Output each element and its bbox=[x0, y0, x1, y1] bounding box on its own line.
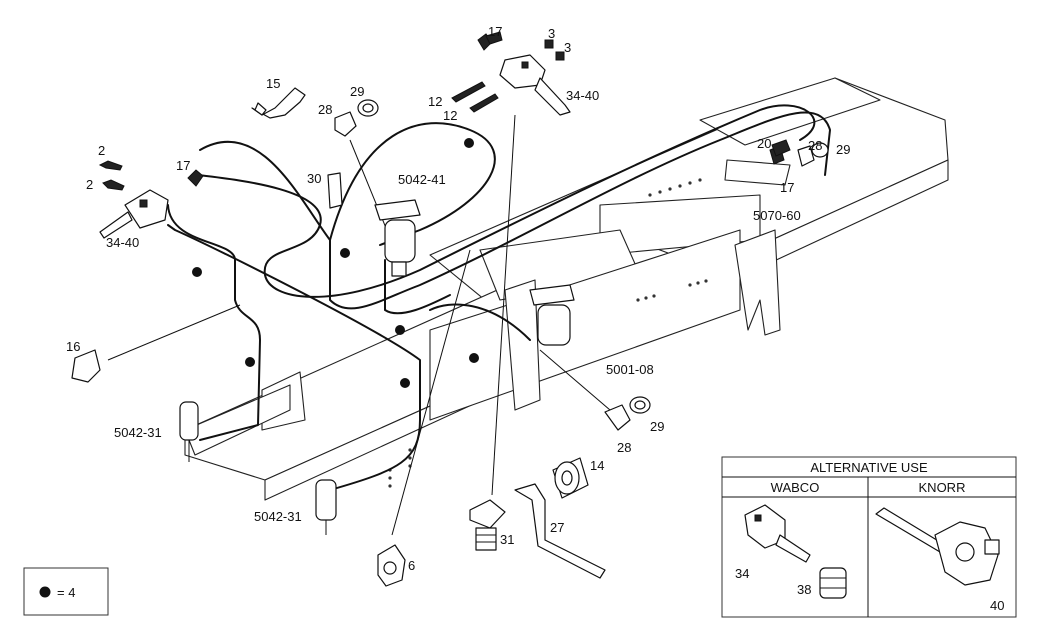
bolt-12b bbox=[469, 93, 499, 113]
label-17-left: 17 bbox=[176, 158, 190, 173]
label-30: 30 bbox=[307, 171, 321, 186]
label-12-a: 12 bbox=[428, 94, 442, 109]
legend-dot bbox=[39, 586, 51, 598]
label-40-knorr: 40 bbox=[990, 598, 1004, 613]
dot-5 bbox=[469, 353, 479, 363]
nut-3b bbox=[555, 51, 565, 61]
legend-box bbox=[23, 567, 109, 616]
bolt-2a bbox=[98, 160, 123, 171]
air-spring-5042-41 bbox=[374, 199, 421, 277]
label-17-top: 17 bbox=[488, 24, 502, 39]
label-29-right: 29 bbox=[836, 142, 850, 157]
bracket-16 bbox=[71, 349, 101, 383]
label-17-right: 17 bbox=[780, 180, 794, 195]
air-spring-5042-31-upper bbox=[179, 401, 199, 462]
label-34-40-top: 34-40 bbox=[566, 88, 599, 103]
legend-text: = 4 bbox=[57, 585, 75, 600]
wabco-part-38 bbox=[819, 567, 847, 599]
label-27: 27 bbox=[550, 520, 564, 535]
label-28-top: 28 bbox=[318, 102, 332, 117]
label-15: 15 bbox=[266, 76, 280, 91]
label-31: 31 bbox=[500, 532, 514, 547]
fitting-30 bbox=[327, 172, 343, 209]
label-29-top: 29 bbox=[350, 84, 364, 99]
rod-27 bbox=[514, 483, 606, 579]
dot-1 bbox=[464, 138, 474, 148]
fitting-17-left bbox=[187, 169, 204, 187]
label-5042-31-lower: 5042-31 bbox=[254, 509, 302, 524]
knorr-header: KNORR bbox=[919, 480, 966, 495]
label-5042-31-upper: 5042-31 bbox=[114, 425, 162, 440]
valve-34-40-left bbox=[99, 189, 169, 239]
valve-34-40-top bbox=[499, 54, 571, 116]
air-lines bbox=[167, 104, 831, 501]
knorr-valve-40 bbox=[875, 507, 1000, 586]
bolt-12a bbox=[451, 81, 486, 103]
bracket-15 bbox=[251, 87, 306, 119]
wabco-header: WABCO bbox=[771, 480, 820, 495]
dot-4 bbox=[395, 325, 405, 335]
fitting-28-bottom bbox=[604, 404, 631, 431]
ring-29-right bbox=[811, 142, 829, 158]
fitting-28-right bbox=[797, 145, 815, 167]
label-34-40-left: 34-40 bbox=[106, 235, 139, 250]
part-labels: 15 17 3 3 29 28 12 12 34-40 2 17 2 30 50… bbox=[66, 24, 850, 573]
quantity-dots bbox=[192, 138, 479, 388]
label-38-wabco: 38 bbox=[797, 582, 811, 597]
nut-3a bbox=[544, 39, 554, 49]
label-14: 14 bbox=[590, 458, 604, 473]
label-5001-08: 5001-08 bbox=[606, 362, 654, 377]
fitting-28-top bbox=[334, 111, 357, 137]
label-12-b: 12 bbox=[443, 108, 457, 123]
label-3-a: 3 bbox=[548, 26, 555, 41]
label-5042-41: 5042-41 bbox=[398, 172, 446, 187]
label-28-bottom: 28 bbox=[617, 440, 631, 455]
legend: = 4 bbox=[23, 567, 109, 616]
dot-7 bbox=[400, 378, 410, 388]
fitting-20 bbox=[771, 139, 791, 157]
label-6: 6 bbox=[408, 558, 415, 573]
alternative-use-panel: ALTERNATIVE USE WABCO KNORR 34 38 40 bbox=[721, 456, 1017, 618]
label-2-a: 2 bbox=[98, 143, 105, 158]
label-29-bottom: 29 bbox=[650, 419, 664, 434]
dot-3 bbox=[192, 267, 202, 277]
bushing-14 bbox=[552, 457, 589, 499]
label-20: 20 bbox=[757, 136, 771, 151]
alternative-title: ALTERNATIVE USE bbox=[810, 460, 928, 475]
dot-2 bbox=[340, 248, 350, 258]
label-5070-60: 5070-60 bbox=[753, 208, 801, 223]
label-28-right: 28 bbox=[808, 138, 822, 153]
dot-6 bbox=[245, 357, 255, 367]
parts bbox=[71, 31, 829, 587]
label-34-wabco: 34 bbox=[735, 566, 749, 581]
valve-31 bbox=[469, 499, 506, 551]
wabco-valve-34 bbox=[744, 504, 811, 563]
label-16: 16 bbox=[66, 339, 80, 354]
air-spring-5042-31-lower bbox=[315, 479, 337, 535]
label-3-b: 3 bbox=[564, 40, 571, 55]
air-spring-5001-08 bbox=[529, 284, 575, 346]
bolt-2b bbox=[102, 179, 125, 191]
label-2-b: 2 bbox=[86, 177, 93, 192]
